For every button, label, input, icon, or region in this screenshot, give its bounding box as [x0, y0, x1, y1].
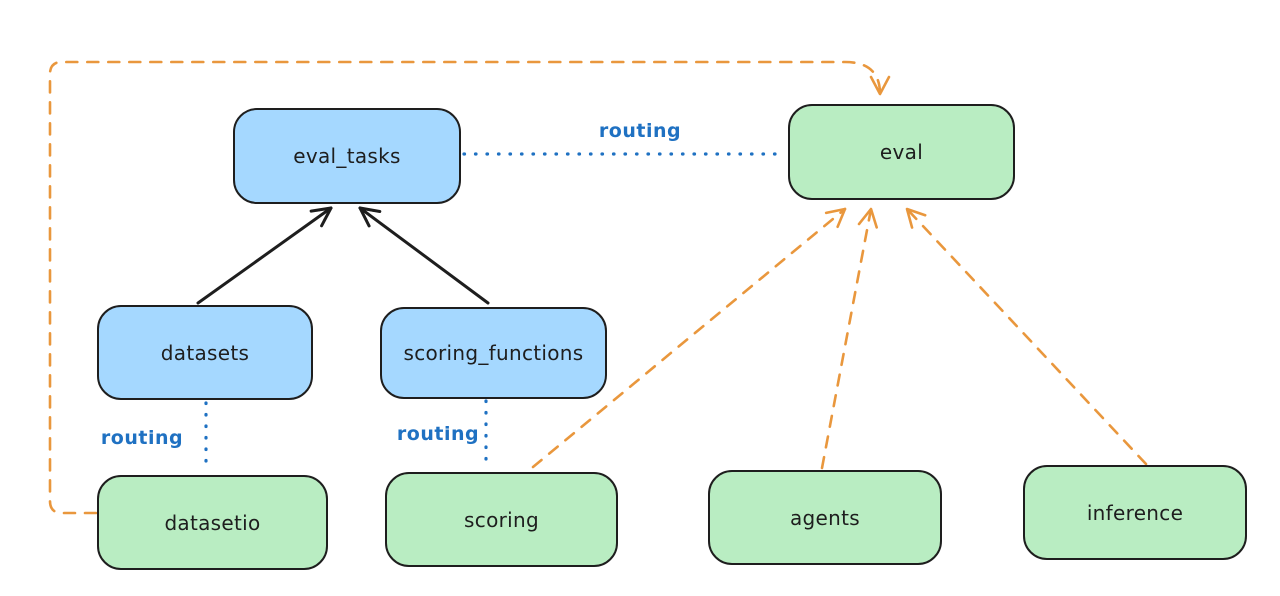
edge-inference-to-eval — [905, 207, 1148, 466]
node-datasetio-label: datasetio — [164, 510, 261, 535]
node-scoring-functions-label: scoring_functions — [403, 341, 584, 365]
node-eval-label: eval — [879, 140, 924, 164]
node-datasetio: datasetio — [97, 475, 328, 570]
edge-agents-to-eval — [820, 207, 878, 470]
routing-label-datasets-datasetio: routing — [100, 427, 184, 449]
node-inference-label: inference — [1086, 500, 1184, 525]
edge-datasetio-to-eval — [48, 60, 891, 515]
edge-scoring-functions-to-eval-tasks — [358, 206, 490, 305]
node-datasets-label: datasets — [160, 340, 250, 365]
node-scoring: scoring — [385, 472, 618, 567]
node-agents-label: agents — [790, 505, 860, 530]
edge-datasets-to-eval-tasks — [196, 206, 333, 305]
node-scoring-functions: scoring_functions — [380, 307, 607, 399]
node-datasets: datasets — [97, 305, 313, 400]
node-eval-tasks-label: eval_tasks — [293, 144, 401, 168]
node-inference: inference — [1023, 465, 1247, 560]
edge-scoring-to-eval — [531, 207, 847, 469]
routing-label-eval-tasks-eval: routing — [598, 120, 682, 142]
node-eval-tasks: eval_tasks — [233, 108, 461, 204]
node-scoring-label: scoring — [464, 507, 539, 532]
node-eval: eval — [788, 104, 1015, 200]
routing-label-scoring-functions-scoring: routing — [396, 423, 480, 445]
node-agents: agents — [708, 470, 942, 565]
